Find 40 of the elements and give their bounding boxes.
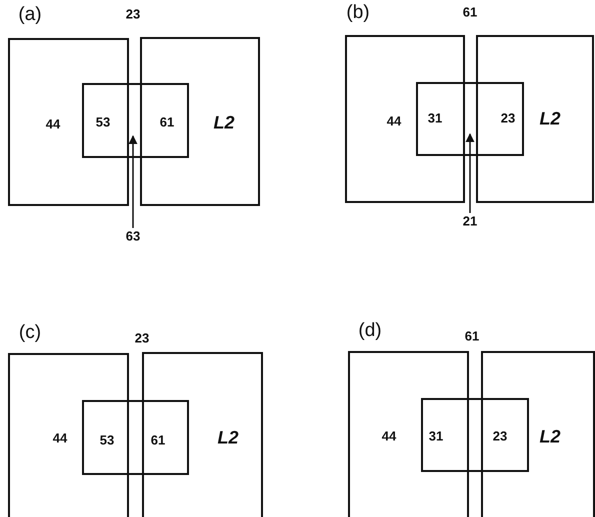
region-label: 53 bbox=[96, 114, 110, 130]
region-label: L2 bbox=[540, 108, 560, 130]
arrow bbox=[128, 135, 138, 228]
region-label: L2 bbox=[218, 428, 238, 448]
gap-label: 61 bbox=[464, 328, 480, 344]
panel-label: (a) bbox=[18, 4, 42, 26]
region-label: L2 bbox=[214, 112, 234, 134]
region-box bbox=[8, 353, 129, 517]
region-label: L2 bbox=[540, 426, 560, 448]
region-box bbox=[140, 37, 260, 206]
region-box bbox=[421, 398, 529, 472]
region-label: 44 bbox=[46, 116, 60, 132]
region-label: 53 bbox=[100, 432, 114, 448]
region-box bbox=[142, 352, 263, 517]
region-label: 31 bbox=[428, 428, 444, 444]
panel-label: (c) bbox=[18, 322, 42, 344]
arrow-label: 63 bbox=[126, 228, 140, 244]
region-label: 44 bbox=[386, 114, 402, 128]
region-box bbox=[481, 351, 595, 517]
gap-label: 61 bbox=[462, 4, 478, 20]
region-label: 61 bbox=[160, 114, 174, 130]
region-box bbox=[82, 83, 189, 158]
panel-label: (b) bbox=[346, 2, 370, 24]
region-label: 23 bbox=[500, 110, 516, 126]
region-box bbox=[476, 35, 594, 203]
region-box bbox=[8, 38, 129, 206]
gap-label: 23 bbox=[126, 6, 140, 22]
region-box bbox=[416, 82, 524, 156]
region-label: 44 bbox=[52, 430, 68, 446]
arrow bbox=[466, 133, 474, 213]
panel-label: (d) bbox=[358, 320, 382, 342]
region-box bbox=[82, 400, 189, 475]
region-box bbox=[345, 35, 465, 203]
region-label: 61 bbox=[150, 432, 166, 448]
arrow-label: 21 bbox=[462, 214, 478, 228]
region-label: 44 bbox=[382, 428, 396, 444]
region-label: 23 bbox=[492, 428, 508, 444]
region-box bbox=[348, 351, 469, 517]
gap-label: 23 bbox=[134, 330, 150, 346]
region-label: 31 bbox=[428, 110, 442, 126]
